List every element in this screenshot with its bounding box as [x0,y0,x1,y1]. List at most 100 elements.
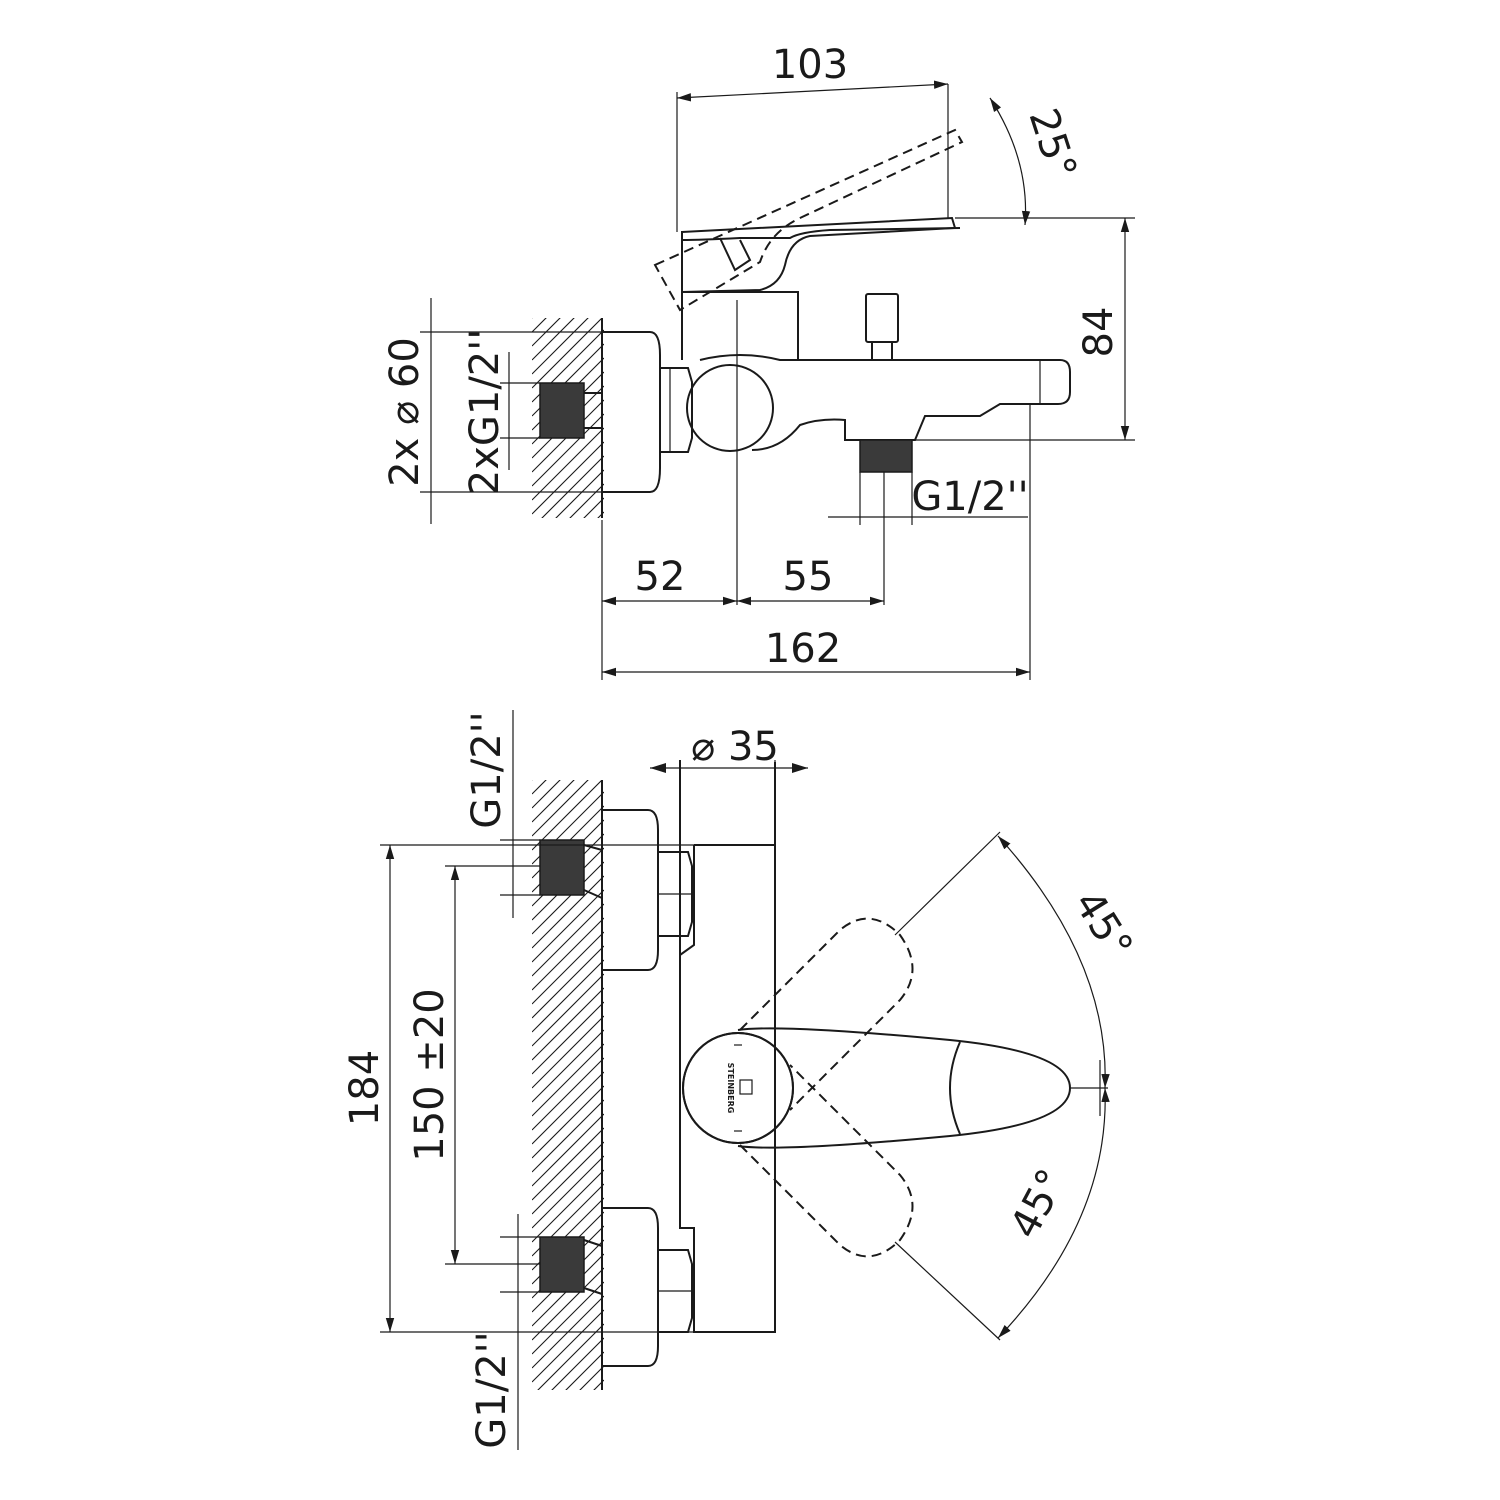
hatch-line [597,511,604,518]
inlet-taper-upper [583,844,603,899]
hatch-line [532,318,589,375]
lever-dashed-upper [739,917,914,1111]
hatch-line [532,1001,604,1075]
hatch-line [532,1043,604,1117]
lever-detail [719,237,752,272]
hatch-line [532,318,603,389]
hatch-line [532,1394,604,1466]
hatch-line [532,1057,604,1131]
dim-150-pm-20: 150 ±20 [407,988,453,1161]
dim-103: 103 [772,42,848,88]
hatch-line [532,973,604,1047]
inlet-thread-lower [539,1236,585,1293]
hatch-line [555,469,604,518]
hatch-line [551,1337,604,1390]
front-view: STEINBERG [532,760,1108,1466]
lever-seam [949,1041,961,1135]
side-view [532,128,1071,605]
dim-g12-top: G1/2'' [464,711,510,828]
dim-2x-g12: 2xG1/2'' [462,329,508,495]
dim-55: 55 [783,554,834,600]
hatch-line [532,945,604,1019]
hatch-line [593,1379,604,1390]
diverter-stem [871,341,893,361]
hatch-line [532,1155,604,1229]
hatch-line [532,889,604,963]
inlet-stub [584,392,602,429]
dimensions-bottom: ⌀ 35 G1/2'' G1/2'' 184 150 ±20 45° 45° [342,710,1141,1450]
lever-body [681,227,961,292]
hatch-line [532,1309,604,1383]
hatch-line [532,931,604,1005]
dim-dia-35: ⌀ 35 [691,724,779,770]
dim-g12-outlet: G1/2'' [911,474,1028,520]
ext-line-45-upper [894,831,1001,936]
hatch-line [583,497,604,518]
escutcheon-cover [602,331,661,493]
hatch-line [532,780,533,781]
dim-184: 184 [342,1050,388,1126]
dim-52: 52 [635,554,686,600]
brand-logo-text: STEINBERG [726,1063,735,1114]
inlet-thread-upper [539,839,585,896]
hatch-line [532,1281,604,1355]
escutcheon-upper [602,809,659,971]
hatch-line [532,1099,604,1173]
hatch-line [532,1071,604,1145]
hatch-line [532,318,533,319]
hatch-line [532,1127,604,1201]
hatch-line [532,526,604,598]
ext-line-45-lower [894,1241,1001,1341]
hatch-line [532,1169,604,1243]
hatch-line [532,1029,604,1103]
hatch-line [532,1267,604,1341]
arc-45-lower [997,1087,1110,1339]
handle-cap-outline [682,1032,794,1144]
dim-2x-dia-60: 2x ⌀ 60 [382,337,428,487]
hatch-line [532,917,604,991]
hatch-line [532,780,575,823]
outlet-thread [859,439,913,473]
lever-closed [681,216,957,294]
dim-45-upper: 45° [1065,883,1142,968]
hatch-line [565,1351,604,1390]
hatch-line [532,441,604,515]
hatch-line [569,483,604,518]
hatch-line [532,780,547,795]
arrows-35 [650,763,808,773]
dim-162: 162 [765,626,841,672]
dim-45-lower: 45° [1002,1162,1076,1246]
wall-hatch-bottom [532,780,604,1466]
hatch-line [532,1113,604,1187]
hatch-line [532,861,604,935]
hatch-line [532,318,561,347]
hatch-line [579,1365,604,1390]
dim-g12-bottom: G1/2'' [469,1331,515,1448]
hatch-line [532,318,547,333]
hatch-line [537,1323,604,1390]
lever-dashed-lower [739,1064,914,1258]
escutcheon-lower [602,1207,659,1367]
diverter-knob [865,293,899,343]
lever-open-dashed [653,128,964,312]
hatch-line [532,1085,604,1159]
nut [660,367,693,453]
spout [699,354,1071,451]
brand-logo-icon [739,1079,753,1095]
lever-front [737,1027,1072,1149]
arc-25 [989,97,1031,226]
body-sphere [686,364,774,452]
hatch-line [532,987,604,1061]
hatch-line [532,318,575,361]
inlet-thread-top [539,382,585,439]
hatch-line [532,780,589,837]
hatch-line [532,1141,604,1215]
dim-line-103 [676,80,949,102]
arc-45-upper [997,835,1110,1089]
inlet-taper-lower [583,1239,603,1295]
hatch-line [532,780,603,851]
hatch-line [532,780,561,809]
dimensions-top: 103 25° 84 2x ⌀ 60 2xG1/2'' G1/2'' 52 55… [382,42,1135,680]
hatch-line [532,413,604,487]
